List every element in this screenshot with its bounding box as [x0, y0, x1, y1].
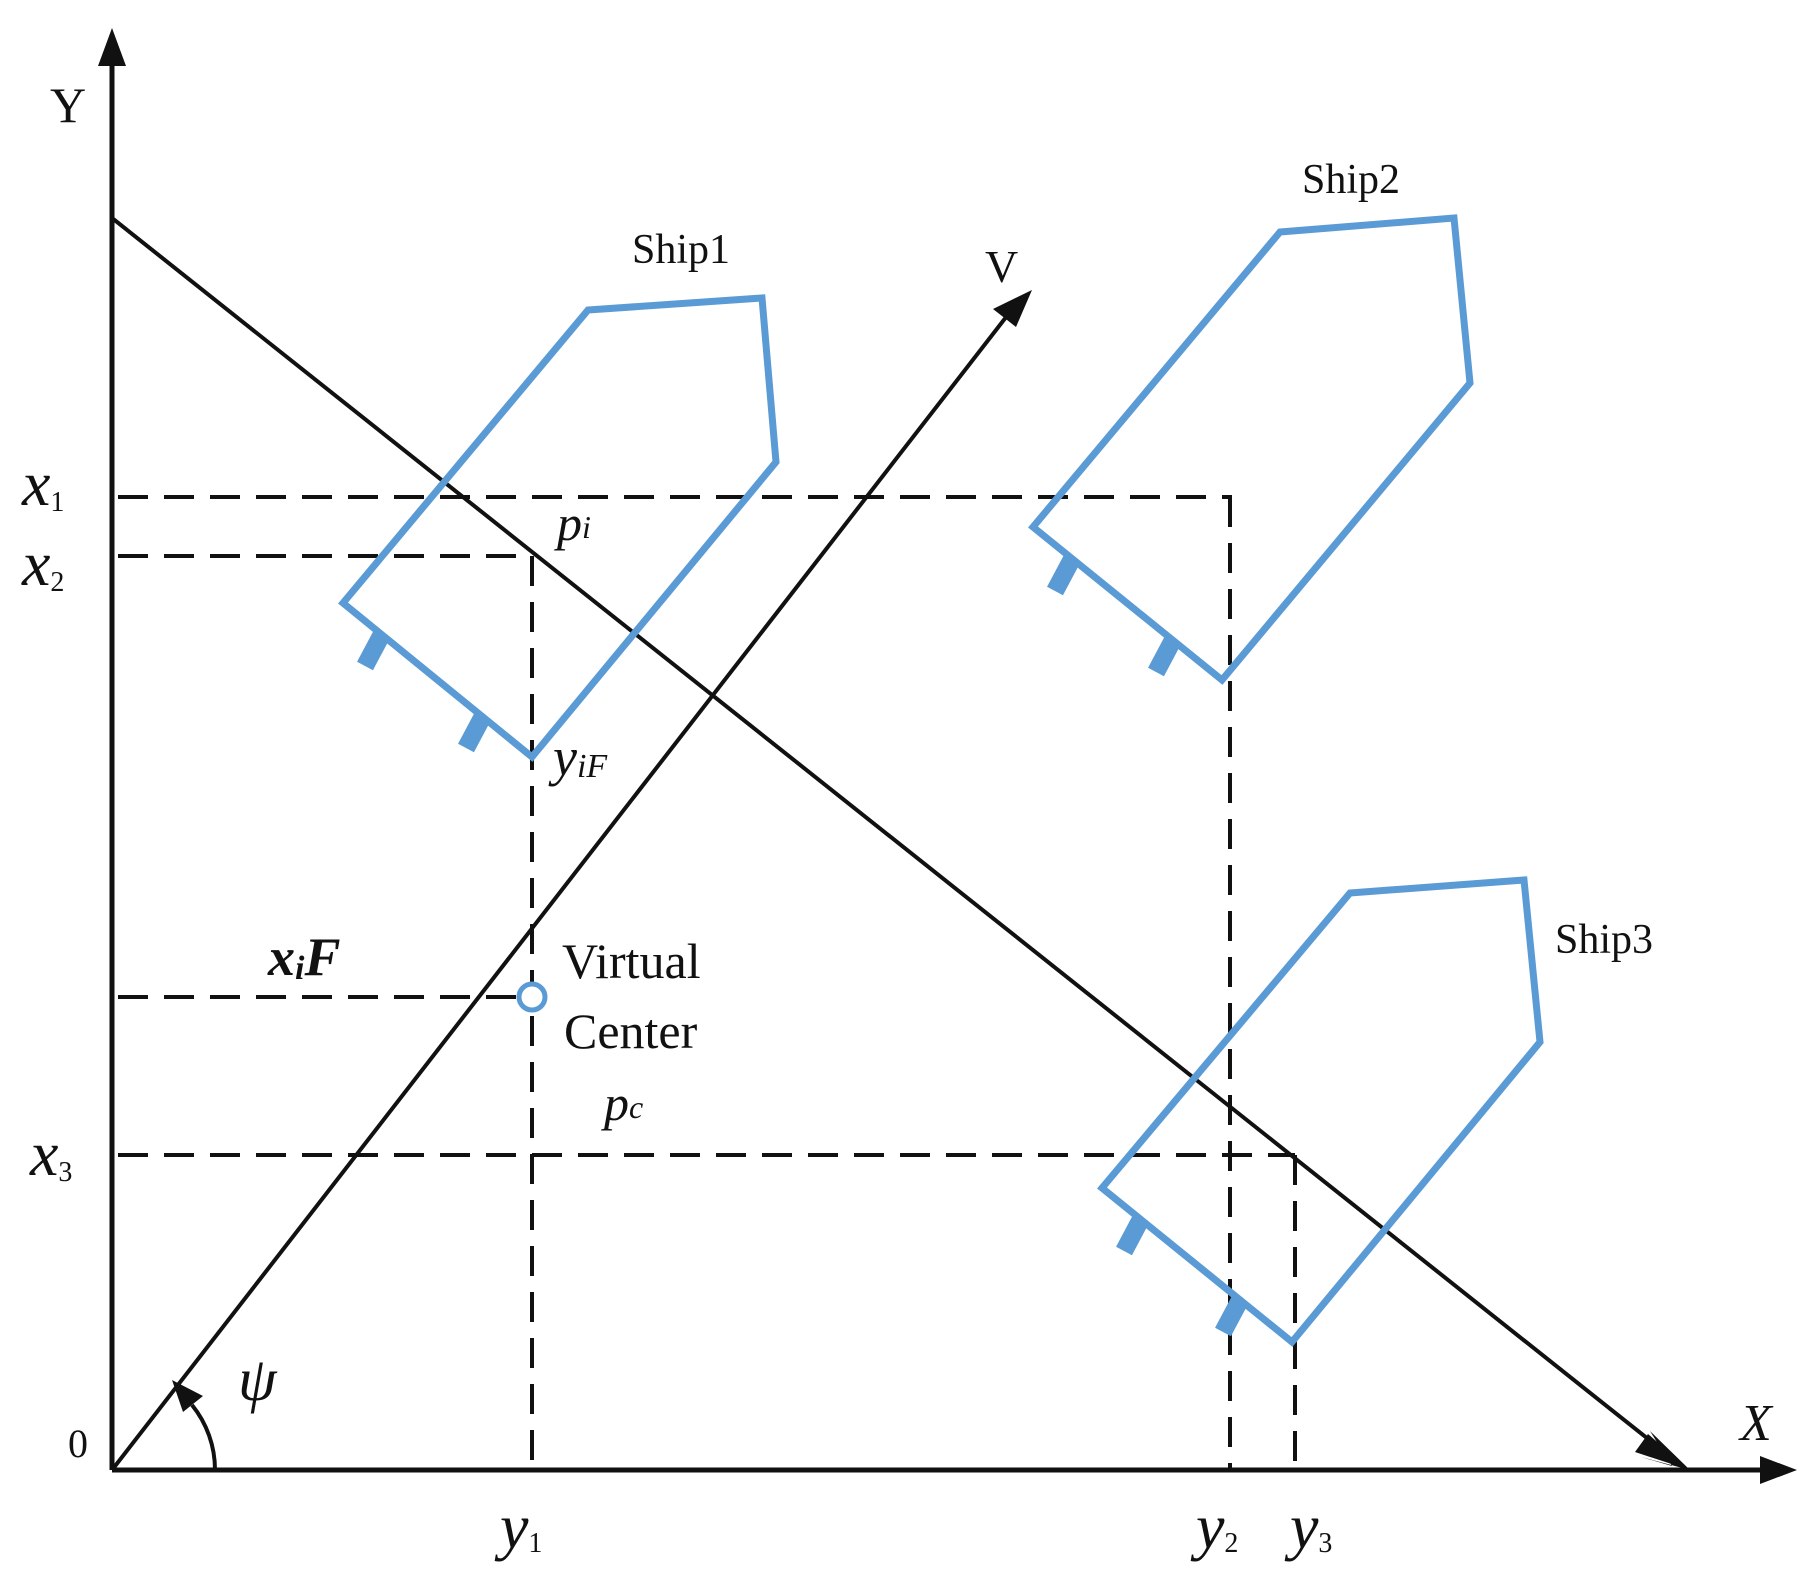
ship1-hull — [338, 294, 780, 762]
ship1-thruster-left — [357, 629, 390, 671]
origin-label: 0 — [68, 1421, 88, 1466]
heading-angle-arc — [190, 1403, 218, 1471]
axes — [109, 60, 1765, 1473]
y-axis-label: Y — [50, 77, 86, 133]
x-axis-label: X — [1738, 1395, 1774, 1452]
velocity-label: V — [985, 241, 1018, 292]
pi-label: pi — [554, 495, 591, 551]
virtual-center-label-line1: Virtual — [562, 933, 701, 989]
x2-label: x2 — [21, 528, 64, 599]
ship3-label: Ship3 — [1555, 917, 1653, 963]
ship1 — [338, 294, 780, 762]
formation-line-arrowhead-solid — [1635, 1434, 1690, 1470]
y1-label: y1 — [494, 1491, 542, 1562]
ship2 — [1028, 214, 1474, 685]
virtual-center-label-line2: Center — [564, 1003, 698, 1059]
ship2-thruster-right — [1148, 635, 1181, 677]
x-axis-arrowhead — [1760, 1456, 1797, 1484]
ship3 — [1097, 876, 1544, 1347]
formation-line — [110, 216, 1674, 1460]
velocity-arrowhead — [993, 290, 1032, 327]
y2-label: y2 — [1190, 1491, 1238, 1562]
ship2-label: Ship2 — [1302, 157, 1400, 203]
ship2-thruster-left — [1047, 554, 1080, 596]
y3-label: y3 — [1284, 1491, 1332, 1562]
velocity-vector — [110, 310, 1012, 1472]
ship2-hull — [1028, 214, 1474, 685]
reference-lines — [118, 495, 1297, 1470]
pc-label: pc — [601, 1075, 643, 1131]
y-axis-arrowhead — [98, 28, 126, 66]
heading-angle-arrowhead — [172, 1380, 203, 1412]
ship1-thruster-right — [458, 711, 491, 753]
yiF-label: yiF — [548, 727, 608, 787]
x1-label: x1 — [21, 448, 64, 519]
ship1-label: Ship1 — [632, 227, 730, 273]
xiF-label: xiF — [267, 927, 340, 987]
x3-label: x3 — [29, 1118, 72, 1189]
ship3-thruster-left — [1116, 1214, 1149, 1256]
ship3-thruster-right — [1215, 1295, 1248, 1337]
heading-angle-label: ψ — [238, 1346, 278, 1414]
virtual-center-marker — [516, 981, 548, 1013]
ship3-hull — [1097, 876, 1544, 1347]
